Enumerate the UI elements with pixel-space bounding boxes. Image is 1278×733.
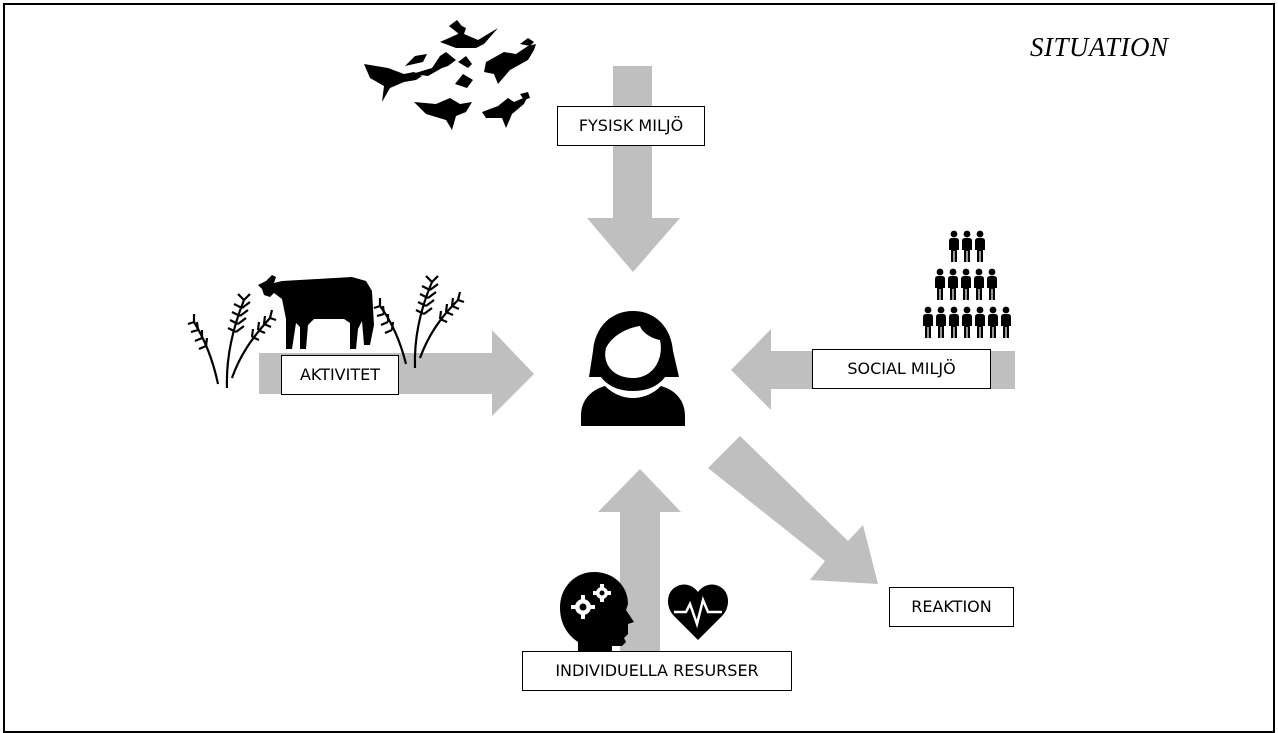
person-figure <box>987 268 997 300</box>
person-figure <box>962 306 972 338</box>
diagram-title: SITUATION <box>1030 32 1169 62</box>
label-aktivitet: AKTIVITET <box>281 355 399 395</box>
person-figure <box>988 306 998 338</box>
person-figure <box>923 306 933 338</box>
person-figure <box>935 268 945 300</box>
people-pyramid-icon <box>923 230 1011 338</box>
person-figure <box>949 306 959 338</box>
person-icon <box>581 311 685 426</box>
person-figure <box>974 268 984 300</box>
geese-icon <box>364 20 536 130</box>
label-individuella-resurser: INDIVIDUELLA RESURSER <box>522 651 792 691</box>
label-social-miljo: SOCIAL MILJÖ <box>812 349 991 389</box>
heart-pulse-icon <box>668 584 728 640</box>
person-figure <box>975 306 985 338</box>
arrow-individuella-up <box>598 469 681 652</box>
wheat-icon <box>187 293 277 389</box>
arrow-reaktion <box>708 436 878 584</box>
person-figure <box>949 230 959 262</box>
person-figure <box>936 306 946 338</box>
brain-gears-icon <box>560 572 634 656</box>
person-figure <box>975 230 985 262</box>
person-figure <box>962 230 972 262</box>
arrow-fysisk-down <box>587 66 680 272</box>
cow-icon <box>258 275 374 349</box>
wheat-icon <box>373 275 465 369</box>
label-reaktion: REAKTION <box>889 587 1014 627</box>
person-figure <box>961 268 971 300</box>
label-fysisk-miljo: FYSISK MILJÖ <box>557 106 705 146</box>
person-figure <box>948 268 958 300</box>
person-figure <box>1001 306 1011 338</box>
